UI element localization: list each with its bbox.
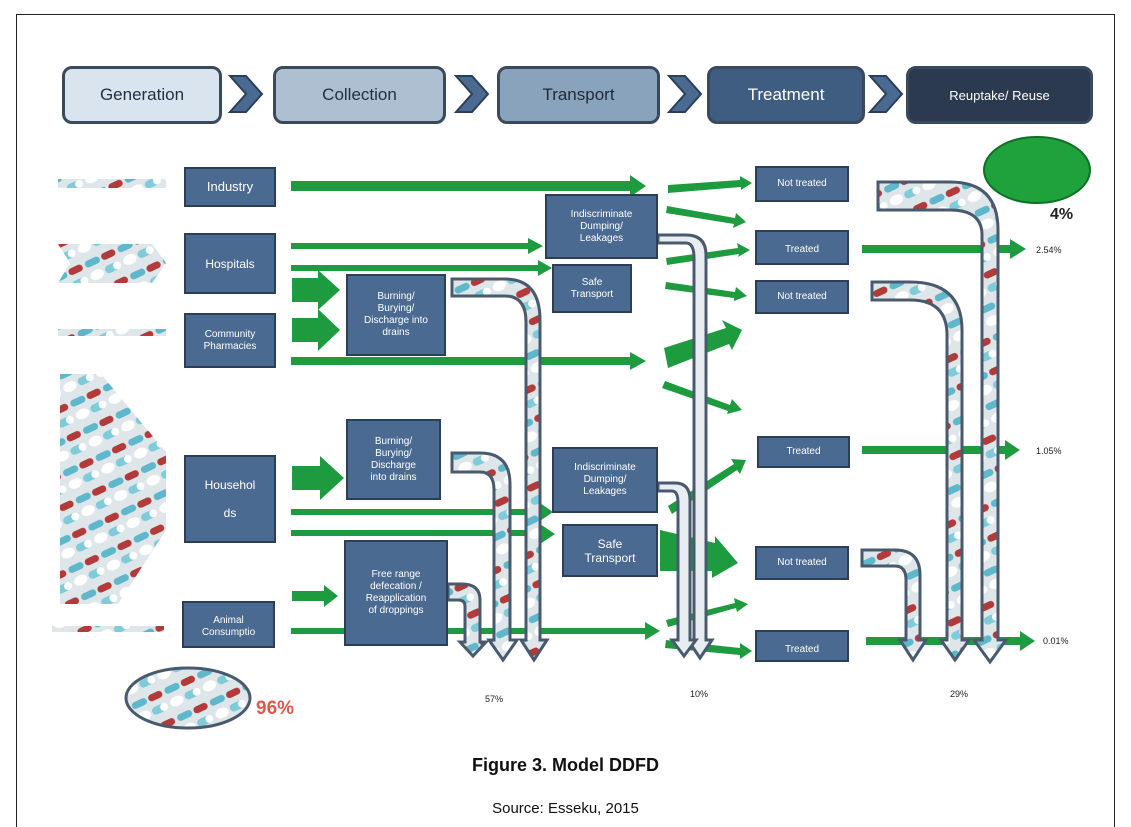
pipe-reuse-2 (870, 280, 972, 663)
collection-burning-burying: Burning/ Burying/ Discharge into drains (346, 419, 441, 500)
treatment-treated: Treated (755, 230, 849, 265)
treatment-not-treated: Not treated (755, 280, 849, 314)
arrow-to-burning (292, 309, 340, 351)
pill-image (58, 179, 166, 188)
pipe-reuse-3 (860, 548, 929, 663)
chevron-right-icon (227, 75, 264, 113)
figure-title: Figure 3. Model DDFD (471, 755, 659, 775)
pipe-transport-1 (656, 233, 715, 661)
pipe-collection-3 (446, 582, 490, 659)
transport-indiscriminate-dumping: Indiscriminate Dumping/ Leakages (545, 194, 658, 259)
percent-label: 10% (690, 689, 709, 699)
chevron-right-icon (453, 75, 490, 113)
frame-top-border (16, 14, 1115, 15)
arrow-to-treated (666, 243, 750, 265)
arrow-pharmacies-long (291, 352, 646, 370)
transport-safe: Safe Transport (552, 264, 632, 313)
pipe-collection-2 (450, 451, 520, 663)
source-households: Househol ds (184, 455, 276, 543)
stage-reuptake-reuse: Reuptake/ Reuse (906, 66, 1093, 124)
transport-safe: Safe Transport (562, 524, 658, 577)
reuse-ellipse (983, 136, 1091, 204)
percent-label: 29% (950, 689, 969, 699)
arrow-to-treated (666, 206, 746, 228)
pill-image (52, 626, 164, 632)
arrow-to-burning (292, 456, 344, 500)
transport-indiscriminate-dumping: Indiscriminate Dumping/ Leakages (552, 447, 658, 513)
arrow-to-burning (292, 270, 340, 310)
source-animal-consumption: Animal Consumptio (182, 601, 275, 648)
stage-treatment: Treatment (707, 66, 865, 124)
stage-generation: Generation (62, 66, 222, 124)
treatment-treated: Treated (757, 436, 850, 468)
percent-label: 2.54% (1036, 245, 1062, 255)
stage-collection: Collection (273, 66, 446, 124)
stage-transport: Transport (497, 66, 660, 124)
arrow-output-105 (862, 440, 1020, 460)
frame-right-border (1114, 14, 1115, 827)
arrow-hospitals-dumping (291, 238, 543, 254)
chevron-right-icon (666, 75, 703, 113)
source-community-pharmacies: Community Pharmacies (184, 313, 276, 368)
percent-generation: 96% (256, 698, 295, 719)
chevron-right-icon (867, 75, 904, 113)
frame-left-border (16, 14, 17, 827)
percent-reuse: 4% (1050, 206, 1074, 223)
arrow-to-not-treated (668, 176, 752, 193)
arrow-households-dumping (291, 503, 553, 521)
treatment-treated: Treated (755, 630, 849, 662)
source-industry: Industry (184, 167, 276, 207)
pill-image (124, 666, 252, 730)
pipe-reuse-1 (876, 180, 1009, 665)
pipe-transport-2 (656, 481, 699, 659)
pill-image (58, 329, 166, 336)
pill-image (58, 244, 166, 283)
collection-free-range: Free range defecation / Reapplication of… (344, 540, 448, 646)
pipe-collection-1 (450, 277, 550, 663)
figure-source: Source: Esseku, 2015 (492, 800, 639, 817)
percent-label: 1.05% (1036, 446, 1062, 456)
arrow-households-safe (291, 524, 555, 544)
arrow-output-254 (862, 239, 1026, 259)
percent-label: 57% (485, 694, 504, 704)
arrow-hospitals-safe (291, 260, 552, 276)
collection-burning-burying: Burning/ Burying/ Discharge into drains (346, 274, 446, 356)
arrow-to-free-range (292, 585, 338, 607)
arrow-industry (291, 175, 646, 197)
pill-image (60, 374, 166, 604)
percent-label: 0.01% (1043, 636, 1069, 646)
treatment-not-treated: Not treated (755, 546, 849, 580)
source-hospitals: Hospitals (184, 233, 276, 294)
treatment-not-treated: Not treated (755, 166, 849, 202)
